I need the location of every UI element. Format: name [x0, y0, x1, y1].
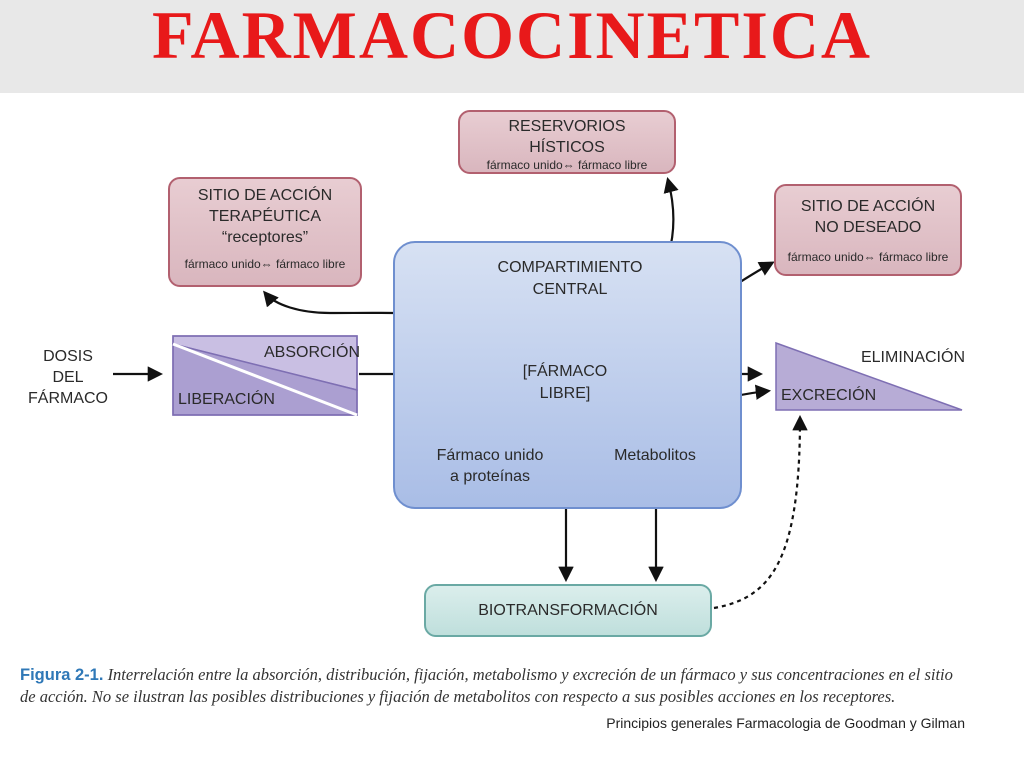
- excrecion-label: EXCRECIÓN: [781, 387, 877, 404]
- reservorios-line2: HÍSTICOS: [529, 139, 605, 156]
- unido-proteinas-line1: Fármaco unido: [436, 447, 544, 464]
- sitio-terapeutica-sub: fármaco unido⇔ fármaco libre: [184, 257, 346, 271]
- biotransformacion-box: BIOTRANSFORMACIÓN: [424, 584, 712, 637]
- sitio-no-deseado-sub: fármaco unido⇔ fármaco libre: [787, 250, 949, 264]
- sitio-terapeutica-line2: TERAPÉUTICA: [208, 208, 321, 225]
- dosis-line3: FÁRMACO: [28, 390, 108, 407]
- dosis-line2: DEL: [52, 369, 84, 386]
- title-band: [0, 0, 1024, 93]
- absorcion-label: ABSORCIÓN: [263, 344, 360, 361]
- liberacion-label: LIBERACIÓN: [178, 391, 275, 408]
- source-credit: Principios generales Farmacologia de Goo…: [606, 715, 965, 731]
- pharmacokinetics-diagram: COMPARTIMIENTO CENTRAL [FÁRMACO LIBRE] F…: [0, 93, 1024, 768]
- farmaco-libre-label: [FÁRMACO LIBRE]: [505, 361, 625, 405]
- reservorios-line1: RESERVORIOS: [508, 118, 626, 135]
- dosis-line1: DOSIS: [43, 348, 93, 365]
- sitio-no-deseado-line1: SITIO DE ACCIÓN: [800, 198, 936, 215]
- figure-caption: Figura 2-1. Interrelación entre la absor…: [20, 664, 970, 708]
- farmaco-libre-line2: LIBRE]: [539, 385, 591, 402]
- compartimiento-label: COMPARTIMIENTO CENTRAL: [480, 257, 660, 301]
- eliminacion-triangle: [775, 341, 963, 411]
- reservorios-box: RESERVORIOS HÍSTICOS fármaco unido⇔ fárm…: [458, 110, 676, 174]
- compartimiento-line2: CENTRAL: [532, 281, 608, 298]
- unido-proteinas-line2: a proteínas: [449, 468, 531, 485]
- sitio-terapeutica-box: SITIO DE ACCIÓN TERAPÉUTICA “receptores”…: [168, 177, 362, 287]
- absorcion-divider: [172, 342, 358, 417]
- compartimiento-central-box: [393, 241, 742, 509]
- dosis-label: DOSIS DEL FÁRMACO: [18, 346, 118, 409]
- caption-figure-number: Figura 2-1.: [20, 666, 104, 684]
- unido-proteinas-label: Fármaco unido a proteínas: [420, 445, 560, 487]
- metabolitos-label: Metabolitos: [614, 447, 696, 464]
- caption-text: Interrelación entre la absorción, distri…: [20, 665, 953, 706]
- eliminacion-label: ELIMINACIÓN: [860, 349, 965, 366]
- compartimiento-line1: COMPARTIMIENTO: [497, 259, 643, 276]
- biotransformacion-label: BIOTRANSFORMACIÓN: [478, 602, 658, 619]
- sitio-no-deseado-line2: NO DESEADO: [814, 219, 922, 236]
- sitio-no-deseado-box: SITIO DE ACCIÓN NO DESEADO fármaco unido…: [774, 184, 962, 276]
- slide-title: FARMACOCINETICA: [151, 0, 873, 73]
- sitio-terapeutica-line3: “receptores”: [221, 229, 309, 246]
- arrow-biotransformacion-excrecion: [713, 414, 808, 610]
- reservorios-sub: fármaco unido⇔ fármaco libre: [486, 158, 648, 172]
- sitio-terapeutica-line1: SITIO DE ACCIÓN: [197, 187, 333, 204]
- farmaco-libre-line1: [FÁRMACO: [522, 363, 608, 380]
